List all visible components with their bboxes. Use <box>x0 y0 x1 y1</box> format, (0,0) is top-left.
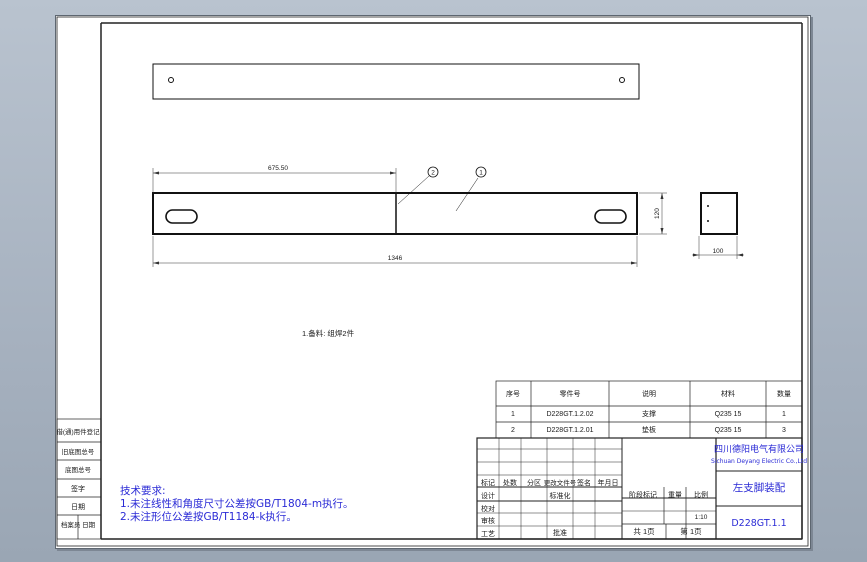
drawing-name: 左支脚装配 <box>733 481 786 494</box>
balloon-2-label: 2 <box>431 170 435 177</box>
bom-row-2-material: Q235 15 <box>715 427 742 434</box>
sign-row-review: 审核 <box>481 516 495 525</box>
rev-header-date: 年月日 <box>598 478 619 487</box>
bom-row-1-no: 1 <box>511 411 515 418</box>
bom-row-2-desc: 垫板 <box>642 425 656 434</box>
stamp-archivist: 档案员 日期 <box>61 520 96 529</box>
sheet-current: 第 1页 <box>680 526 702 536</box>
tech-requirement-line-1: 1.未注线性和角度尺寸公差按GB/T1804-m执行。 <box>120 498 354 510</box>
bom-header-material: 材料 <box>721 389 735 398</box>
rev-header-mark: 标记 <box>481 478 495 487</box>
revision-grid <box>477 438 622 539</box>
dimension-width: 100 <box>713 248 724 255</box>
balloon-2 <box>427 166 439 178</box>
tech-requirements: 技术要求: 1.未注线性和角度尺寸公差按GB/T1804-m执行。 2.未注形位… <box>120 485 354 524</box>
bom-row-1-qty: 1 <box>782 411 786 418</box>
cad-drawing-canvas: 2 1 675.50 1346 1 2 <box>56 16 809 547</box>
bom-header-part: 零件号 <box>560 389 581 398</box>
sign-row-design: 设计 <box>481 491 495 500</box>
bom-header-no: 序号 <box>506 389 520 398</box>
rev-header-zone: 分区 <box>527 478 541 487</box>
material-note: 1.备料: 组焊2件 <box>302 328 355 338</box>
rev-header-doc: 更改文件号 <box>544 478 577 487</box>
bom-row-1-material: Q235 15 <box>715 411 742 418</box>
stamp-borrowed-parts: 借(通)用件登记 <box>56 427 100 436</box>
drawing-sheet: 2 1 675.50 1346 1 2 <box>55 15 811 549</box>
sign-row-standard: 标准化 <box>550 491 571 500</box>
dimension-lines <box>152 168 744 267</box>
balloon-1 <box>475 166 487 178</box>
tech-requirements-title: 技术要求: <box>120 485 166 497</box>
balloon-1-label: 1 <box>479 170 483 177</box>
sign-row-check: 校对 <box>481 504 495 513</box>
dimension-half-length: 675.50 <box>268 165 288 172</box>
sign-row-process: 工艺 <box>481 530 495 538</box>
dimension-height: 120 <box>654 208 661 219</box>
front-view <box>152 175 638 235</box>
stamp-old-base-number: 旧底图总号 <box>62 447 95 456</box>
bom-row-2-no: 2 <box>511 427 515 434</box>
sheet-total: 共 1页 <box>633 527 655 536</box>
scale-label: 比例 <box>694 490 708 499</box>
stage-label: 阶段标记 <box>629 490 657 499</box>
title-block-grid <box>476 437 803 540</box>
stamp-date: 日期 <box>71 503 85 511</box>
stamp-signature: 签字 <box>71 484 85 493</box>
company-name-cn: 四川德阳电气有限公司 <box>714 443 804 455</box>
side-view <box>700 192 738 235</box>
sign-row-approve: 批准 <box>553 528 567 537</box>
rev-header-count: 处数 <box>503 478 517 487</box>
scale-value: 1:10 <box>695 514 708 521</box>
tech-requirement-line-2: 2.未注形位公差按GB/T1184-k执行。 <box>120 511 297 523</box>
bom-row-1-part: D228GT.1.2.02 <box>546 411 593 418</box>
top-view <box>152 63 640 100</box>
bom-row-2-qty: 3 <box>782 427 786 434</box>
dimension-total-length: 1346 <box>388 255 403 262</box>
company-name-en: Sichuan Deyang Electric Co.,Ltd <box>711 458 807 465</box>
weight-label: 重量 <box>668 491 682 499</box>
stamp-base-number: 底图总号 <box>65 465 92 474</box>
bom-row-1-desc: 支撑 <box>642 409 656 418</box>
left-stamp-column <box>56 418 102 540</box>
drawing-number: D228GT.1.1 <box>731 518 786 529</box>
bom-header-qty: 数量 <box>777 389 791 398</box>
bom-header-desc: 说明 <box>642 389 656 398</box>
bom-row-2-part: D228GT.1.2.01 <box>546 427 593 434</box>
rev-header-sign: 签名 <box>577 478 591 487</box>
